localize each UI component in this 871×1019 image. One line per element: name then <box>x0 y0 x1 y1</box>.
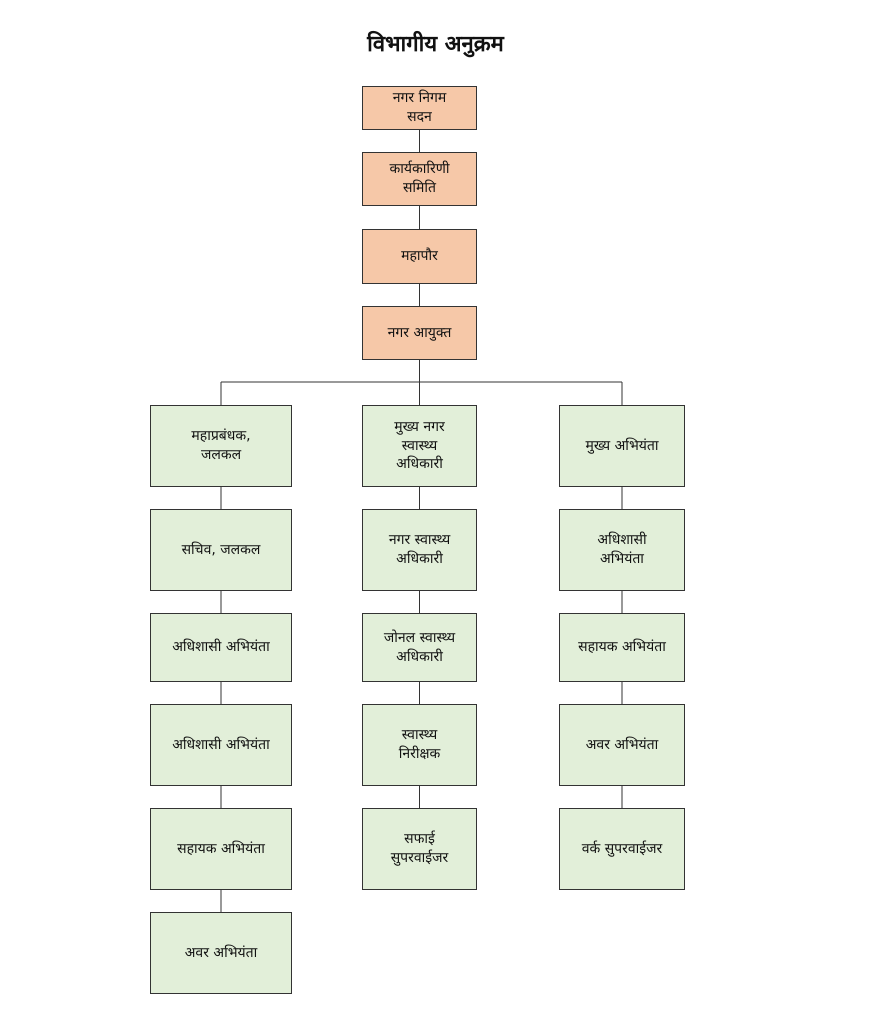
node-top-0: नगर निगम सदन <box>362 86 477 130</box>
node-branch1-1: नगर स्वास्थ्य अधिकारी <box>362 509 477 591</box>
node-branch0-3: अधिशासी अभियंता <box>150 704 292 786</box>
diagram-title: विभागीय अनुक्रम <box>367 32 504 57</box>
node-branch2-1: अधिशासी अभियंता <box>559 509 685 591</box>
node-branch1-0: मुख्य नगर स्वास्थ्य अधिकारी <box>362 405 477 487</box>
node-branch0-0: महाप्रबंधक, जलकल <box>150 405 292 487</box>
node-branch0-2: अधिशासी अभियंता <box>150 613 292 682</box>
node-branch1-3: स्वास्थ्य निरीक्षक <box>362 704 477 786</box>
node-branch1-4: सफाई सुपरवाईजर <box>362 808 477 890</box>
node-branch2-4: वर्क सुपरवाईजर <box>559 808 685 890</box>
node-branch1-2: जोनल स्वास्थ्य अधिकारी <box>362 613 477 682</box>
node-branch2-0: मुख्य अभियंता <box>559 405 685 487</box>
node-branch0-1: सचिव, जलकल <box>150 509 292 591</box>
node-top-3: नगर आयुक्त <box>362 306 477 360</box>
node-branch0-5: अवर अभियंता <box>150 912 292 994</box>
node-branch2-2: सहायक अभियंता <box>559 613 685 682</box>
node-top-2: महापौर <box>362 229 477 284</box>
node-branch0-4: सहायक अभियंता <box>150 808 292 890</box>
node-branch2-3: अवर अभियंता <box>559 704 685 786</box>
node-top-1: कार्यकारिणी समिति <box>362 152 477 206</box>
